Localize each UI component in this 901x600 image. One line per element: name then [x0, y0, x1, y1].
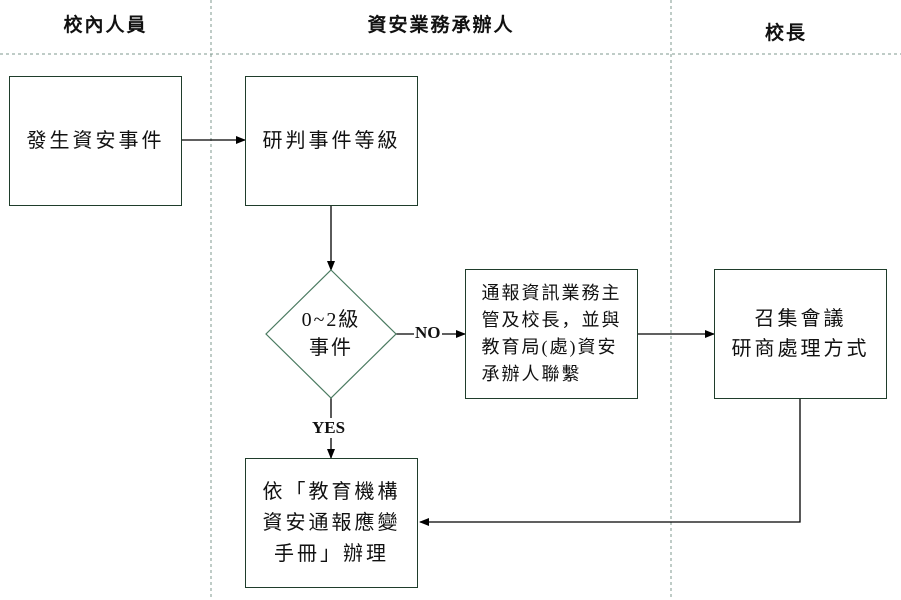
notify-line-4: 承辦人聯繫	[481, 364, 582, 384]
handbook-line-2: 資安通報應變	[262, 511, 401, 534]
decision-line-2: 事件	[309, 337, 353, 359]
notify-line-1: 通報資訊業務主	[481, 283, 622, 303]
edge-label-no: NO	[414, 323, 442, 343]
node-occur-incident: 發生資安事件	[9, 76, 182, 206]
notify-line-2: 管及校長，並與	[481, 310, 622, 330]
arrow-meeting-to-handbook	[419, 398, 801, 526]
meeting-line-2: 研商處理方式	[731, 338, 870, 360]
lane-title-security-officer: 資安業務承辦人	[367, 15, 515, 36]
node-occur-text: 發生資安事件	[26, 130, 165, 152]
node-handbook: 依「教育機構 資安通報應變 手冊」辦理	[245, 458, 418, 588]
lane-title-staff: 校內人員	[63, 15, 148, 36]
node-meeting-text: 召集會議 研商處理方式	[732, 304, 870, 364]
decision-diamond	[265, 269, 397, 399]
node-judge-level: 研判事件等級	[245, 76, 418, 206]
handbook-line-1: 依「教育機構	[262, 480, 401, 503]
edge-label-yes: YES	[311, 418, 347, 438]
handbook-line-3: 手冊」辦理	[274, 542, 389, 565]
notify-line-3: 教育局(處)資安	[481, 337, 618, 357]
node-judge-text: 研判事件等級	[262, 130, 401, 152]
node-handbook-text: 依「教育機構 資安通報應變 手冊」辦理	[263, 477, 401, 570]
meeting-line-1: 召集會議	[754, 308, 847, 330]
node-meeting: 召集會議 研商處理方式	[714, 269, 887, 399]
node-notify-text: 通報資訊業務主 管及校長，並與 教育局(處)資安 承辦人聯繫	[482, 280, 622, 388]
decision-text: 0~2級 事件	[281, 306, 381, 362]
lane-title-principal: 校長	[764, 23, 807, 44]
decision-line-1: 0~2級	[301, 309, 361, 331]
node-notify: 通報資訊業務主 管及校長，並與 教育局(處)資安 承辦人聯繫	[465, 269, 638, 399]
